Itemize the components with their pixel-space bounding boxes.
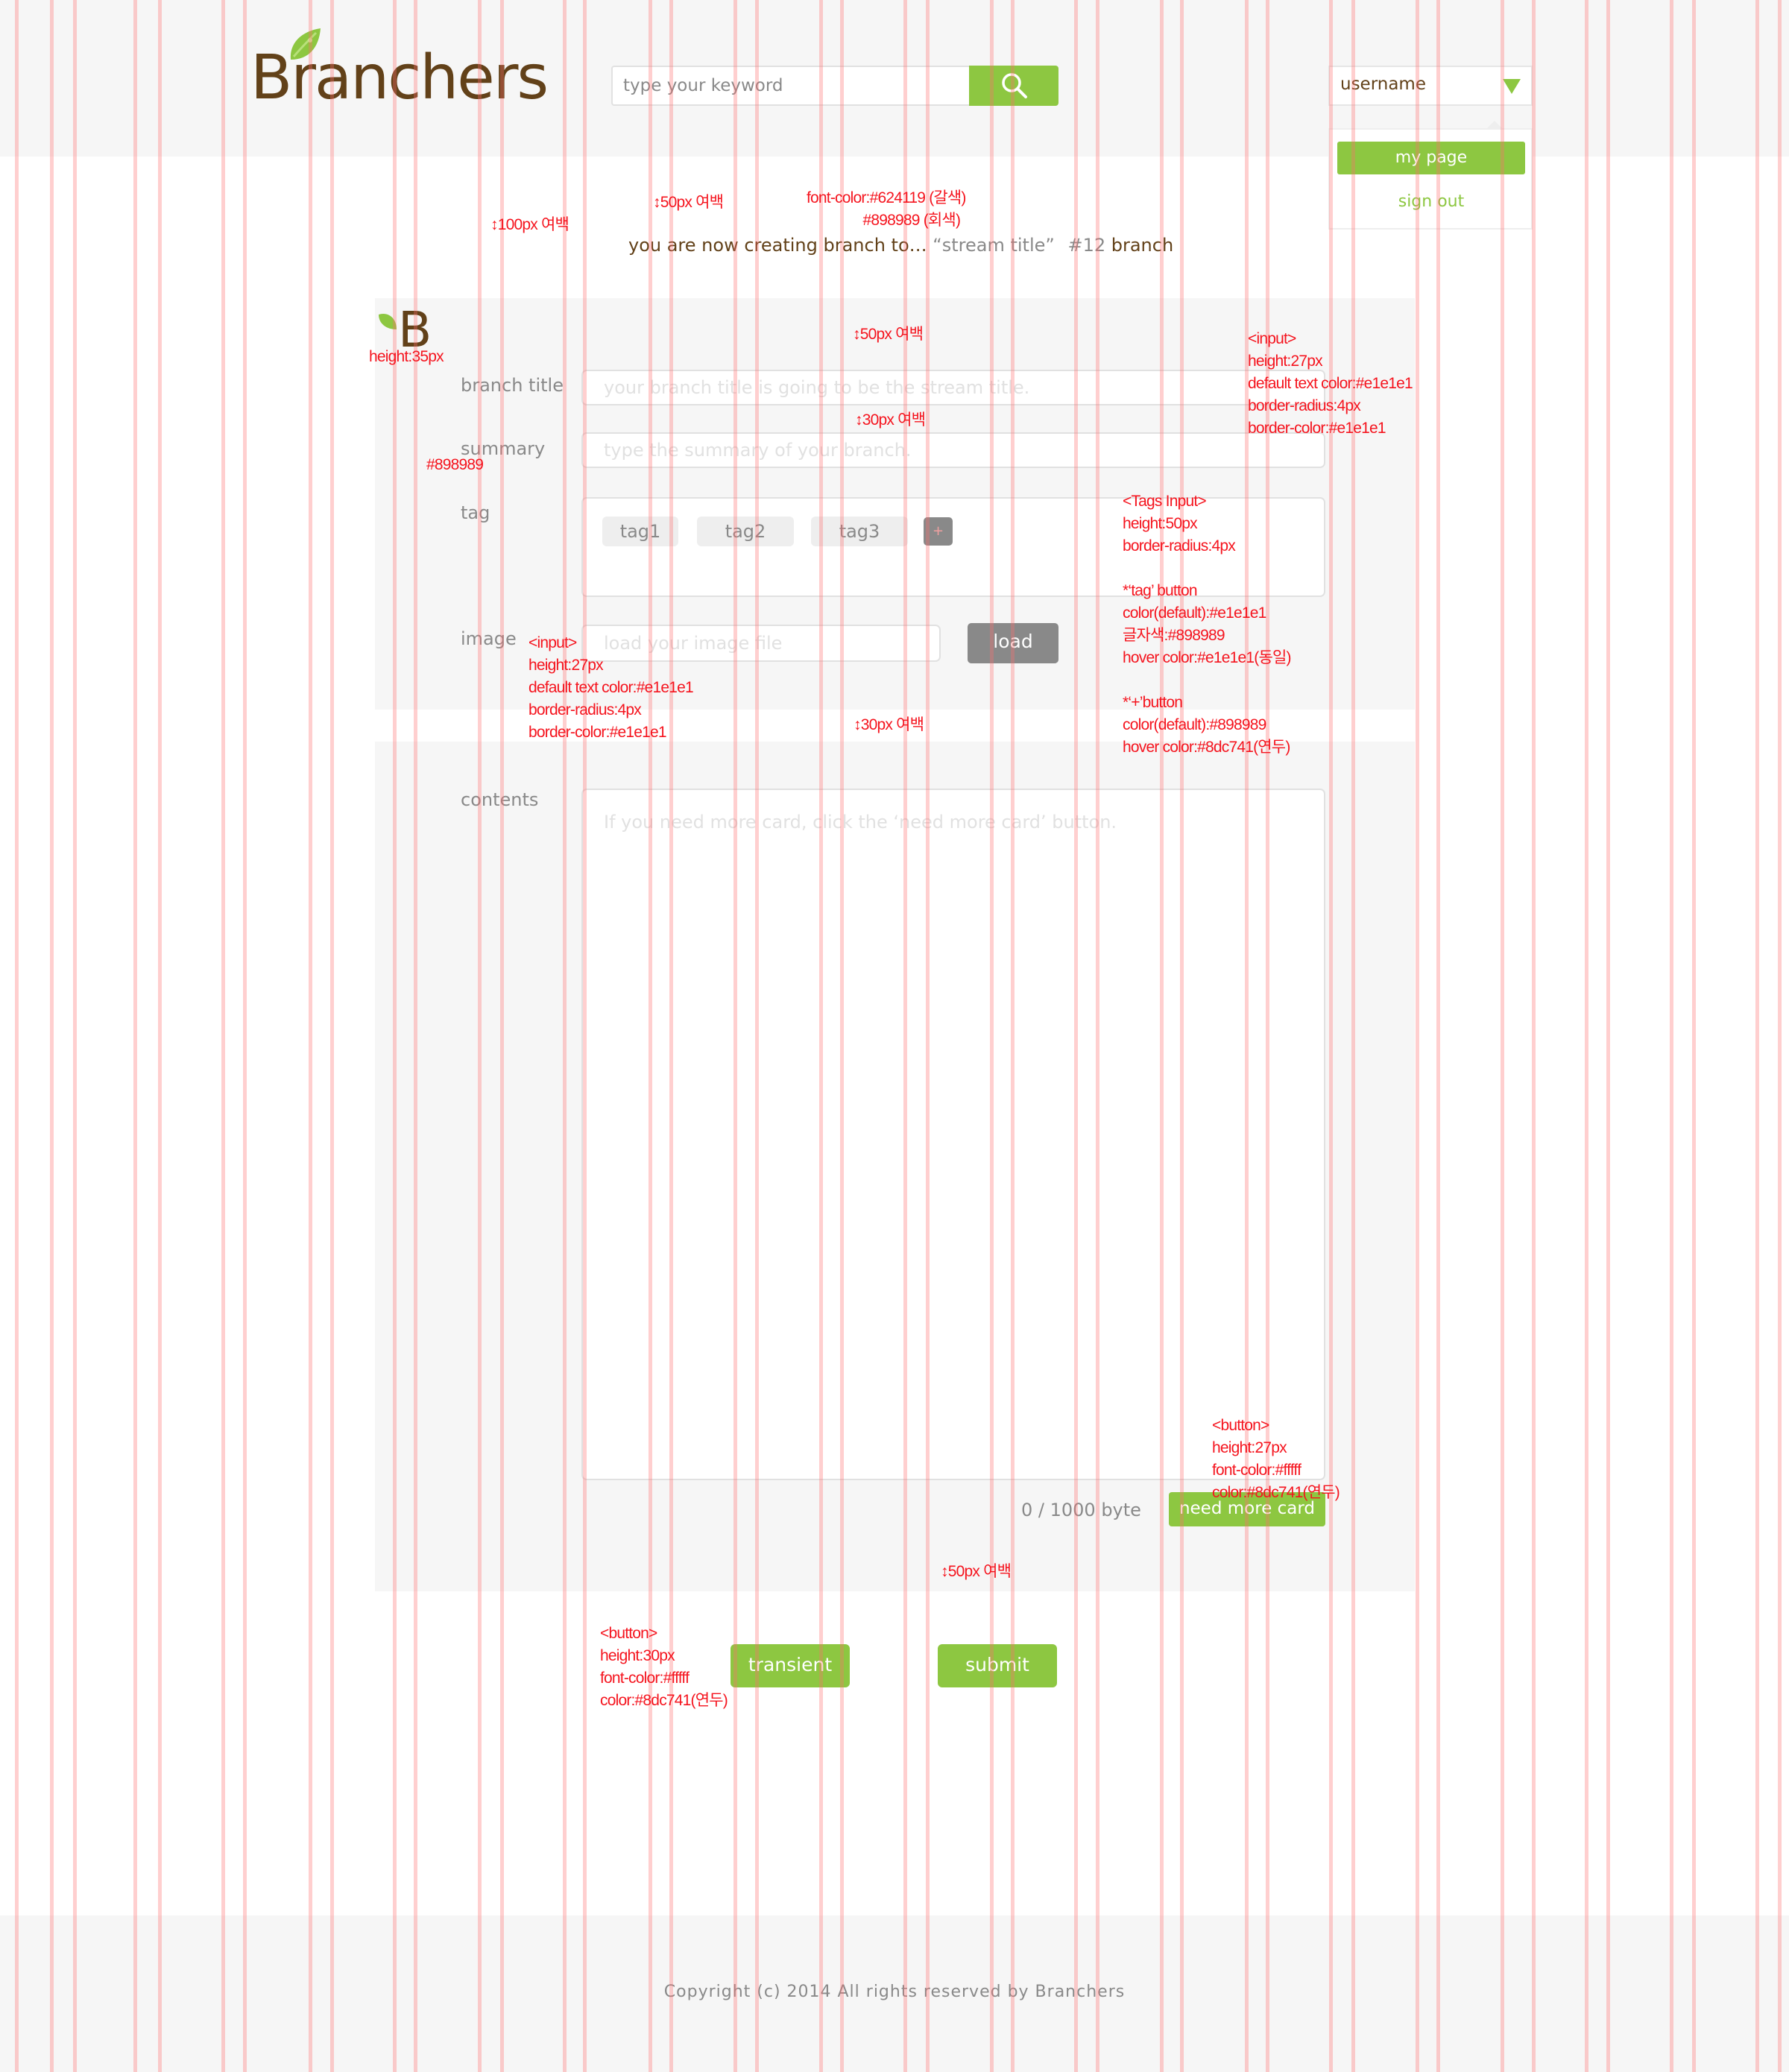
image-input[interactable]: load your image file — [581, 625, 941, 662]
contents-textarea[interactable]: If you need more card, click the ‘need m… — [581, 789, 1325, 1480]
tag-button[interactable]: tag2 — [697, 517, 794, 546]
sign-out-label: sign out — [1398, 192, 1465, 211]
sign-out-link[interactable]: sign out — [1337, 192, 1525, 211]
page-intro: you are now creating branch to… “stream … — [628, 235, 1173, 256]
transient-label: transient — [748, 1654, 833, 1675]
leaf-icon — [290, 28, 321, 60]
badge-letter: B — [398, 301, 432, 359]
form-badge: B — [377, 303, 434, 359]
load-label: load — [993, 631, 1033, 652]
logo-text: Branchers — [250, 42, 549, 113]
contents-placeholder: If you need more card, click the ‘need m… — [604, 812, 1117, 833]
user-dropdown: my page sign out — [1328, 128, 1533, 230]
search-icon — [1002, 73, 1027, 98]
submit-label: submit — [965, 1654, 1029, 1675]
summary-placeholder: type the summary of your branch. — [604, 440, 912, 461]
summary-input[interactable]: type the summary of your branch. — [581, 432, 1325, 468]
dropdown-arrow — [1486, 121, 1504, 130]
footer-band — [0, 1915, 1789, 2072]
intro-suffix: branch — [1111, 235, 1174, 256]
need-more-card-button[interactable]: need more card — [1169, 1492, 1325, 1526]
user-menu-toggle[interactable]: username — [1328, 66, 1533, 106]
annotation-intro-colors: font-color:#624119 (갈색) #898989 (회색) — [807, 189, 966, 229]
triangle-down-icon — [1503, 79, 1521, 94]
annotation-input-spec: <input> height:27px default text color:#… — [1248, 330, 1413, 437]
tag-label-text: tag3 — [839, 521, 880, 542]
annotation-badge-height: height:35px — [369, 348, 444, 365]
transient-button[interactable]: transient — [731, 1644, 850, 1687]
logo[interactable]: Branchers — [250, 24, 549, 113]
image-placeholder: load your image file — [604, 633, 783, 654]
leaf-icon — [379, 313, 397, 329]
branch-title-label: branch title — [461, 375, 564, 396]
annotation-image-gap: ↕30px 여백 — [854, 716, 924, 733]
tags-input[interactable] — [581, 497, 1325, 597]
search-placeholder: type your keyword — [623, 76, 783, 95]
branch-title-input[interactable]: your branch title is going to be the str… — [581, 370, 1325, 405]
byte-counter: 0 / 1000 byte — [1021, 1500, 1141, 1520]
tag-button[interactable]: tag1 — [602, 517, 678, 546]
annotation-tags-spec: <Tags Input> height:50px border-radius:4… — [1123, 493, 1292, 756]
username-label: username — [1340, 75, 1426, 94]
image-label: image — [461, 628, 517, 649]
search-button[interactable] — [969, 66, 1058, 106]
annotation-label-color: #898989 — [426, 456, 484, 473]
tag-label: tag — [461, 502, 490, 523]
annotation-image-input-spec: <input> height:27px default text color:#… — [529, 634, 694, 741]
my-page-button[interactable]: my page — [1337, 142, 1525, 174]
add-tag-button[interactable]: + — [924, 517, 953, 546]
intro-branch-number: #12 — [1067, 235, 1106, 256]
intro-prefix: you are now creating branch to… — [628, 235, 927, 256]
summary-label: summary — [461, 438, 546, 459]
load-button[interactable]: load — [968, 623, 1058, 663]
tag-label-text: tag2 — [725, 521, 766, 542]
submit-button[interactable]: submit — [938, 1644, 1057, 1687]
need-more-card-label: need more card — [1179, 1499, 1316, 1518]
annotation-field-gap: ↕30px 여백 — [855, 411, 926, 429]
branch-title-placeholder: your branch title is going to be the str… — [604, 377, 1030, 398]
tag-label-text: tag1 — [619, 521, 661, 542]
search-input[interactable]: type your keyword — [611, 66, 971, 106]
my-page-label: my page — [1395, 148, 1468, 167]
tag-button[interactable]: tag3 — [811, 517, 908, 546]
annotation-top-margin: ↕100px 여백 — [490, 216, 569, 233]
intro-stream-title: “stream title” — [933, 235, 1055, 256]
annotation-intro-gap: ↕50px 여백 — [653, 194, 724, 211]
contents-label: contents — [461, 789, 539, 810]
plus-icon: + — [932, 523, 944, 539]
annotation-bottom-gap: ↕50px 여백 — [941, 1563, 1012, 1580]
annotation-need-more-spec: <button> height:27px font-color:#fffff c… — [1212, 1417, 1340, 1501]
annotation-action-spec: <button> height:30px font-color:#fffff c… — [600, 1625, 728, 1709]
copyright-text: Copyright (c) 2014 All rights reserved b… — [663, 1983, 1126, 2001]
annotation-form-top-gap: ↕50px 여백 — [853, 326, 924, 343]
footer-copyright: Copyright (c) 2014 All rights reserved b… — [0, 1983, 1789, 2001]
